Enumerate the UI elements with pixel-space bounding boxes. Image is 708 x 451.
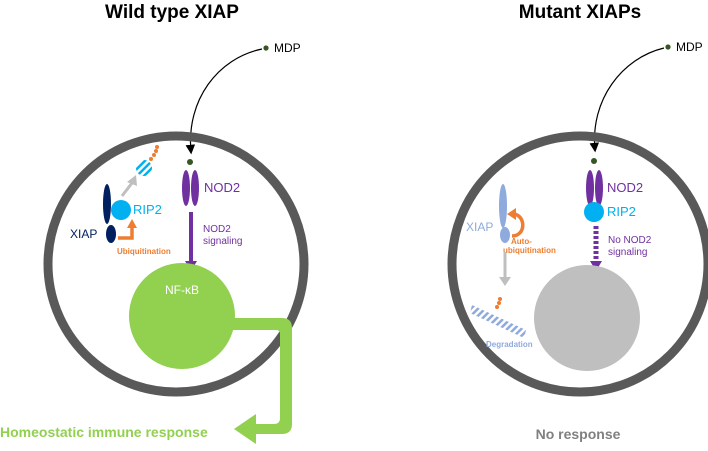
degradation-label: Degradation bbox=[486, 340, 533, 349]
auto-ubiquitination-arrow bbox=[511, 212, 525, 238]
no-signaling-label-1: No NOD2 bbox=[608, 235, 652, 246]
rip2-protein bbox=[111, 200, 131, 220]
rip2-label: RIP2 bbox=[133, 202, 162, 217]
mdp-dot-mutant bbox=[665, 44, 671, 50]
cell-membrane-mutant bbox=[447, 131, 708, 397]
auto-ubiquitination-label-2: ubiquitination bbox=[503, 246, 556, 255]
xiap-mutant-label: XIAP bbox=[466, 220, 493, 234]
wild-type-title: Wild type XIAP bbox=[105, 2, 239, 23]
inactive-nucleus bbox=[534, 265, 640, 371]
no-signaling-label-2: signaling bbox=[608, 247, 647, 258]
mdp-label: MDP bbox=[274, 41, 301, 55]
rip2-release-arrow bbox=[120, 182, 134, 197]
mdp-bound-dot bbox=[187, 159, 193, 165]
nfkb-label: NF-κB bbox=[165, 283, 199, 297]
cell-membrane bbox=[43, 131, 309, 397]
mutant-title: Mutant XIAPs bbox=[519, 2, 641, 23]
xiap-protein bbox=[103, 184, 111, 224]
degraded-xiap bbox=[470, 305, 526, 338]
nod2-label-mutant: NOD2 bbox=[607, 180, 643, 195]
nod2-label: NOD2 bbox=[204, 180, 240, 195]
rip2-label-mutant: RIP2 bbox=[607, 204, 636, 219]
rip2-protein-mutant bbox=[584, 202, 604, 222]
no-response-label: No response bbox=[536, 426, 621, 442]
ubiquitinated-rip2 bbox=[136, 160, 152, 176]
nod2-protein-mutant bbox=[586, 170, 594, 206]
auto-ubiquitination-label-1: Auto- bbox=[511, 237, 532, 246]
xiap-label: XIAP bbox=[70, 227, 97, 241]
xiap-mutant-protein bbox=[499, 184, 507, 228]
ubiquitination-label: Ubiquitination bbox=[117, 247, 171, 256]
mdp-bound-dot-mutant bbox=[591, 158, 597, 164]
nfkb-nucleus bbox=[129, 263, 235, 369]
ubiquitin-chain bbox=[149, 157, 153, 161]
wild-type-panel: Wild type XIAP MDP NOD2 NOD2 signaling X… bbox=[0, 2, 309, 444]
nod2-protein bbox=[182, 170, 190, 206]
homeostatic-response-label: Homeostatic immune response bbox=[0, 424, 208, 440]
ubiquitination-arrow bbox=[118, 226, 134, 240]
mdp-dot bbox=[263, 45, 269, 51]
mdp-label-mutant: MDP bbox=[676, 40, 703, 54]
immune-response-arrow bbox=[226, 318, 292, 444]
mutant-panel: Mutant XIAPs MDP NOD2 RIP2 No NOD2 signa… bbox=[447, 2, 708, 442]
signaling-label-2: signaling bbox=[203, 236, 242, 247]
ubiquitin-chain-mutant bbox=[495, 305, 499, 309]
signaling-label-1: NOD2 bbox=[203, 224, 231, 235]
